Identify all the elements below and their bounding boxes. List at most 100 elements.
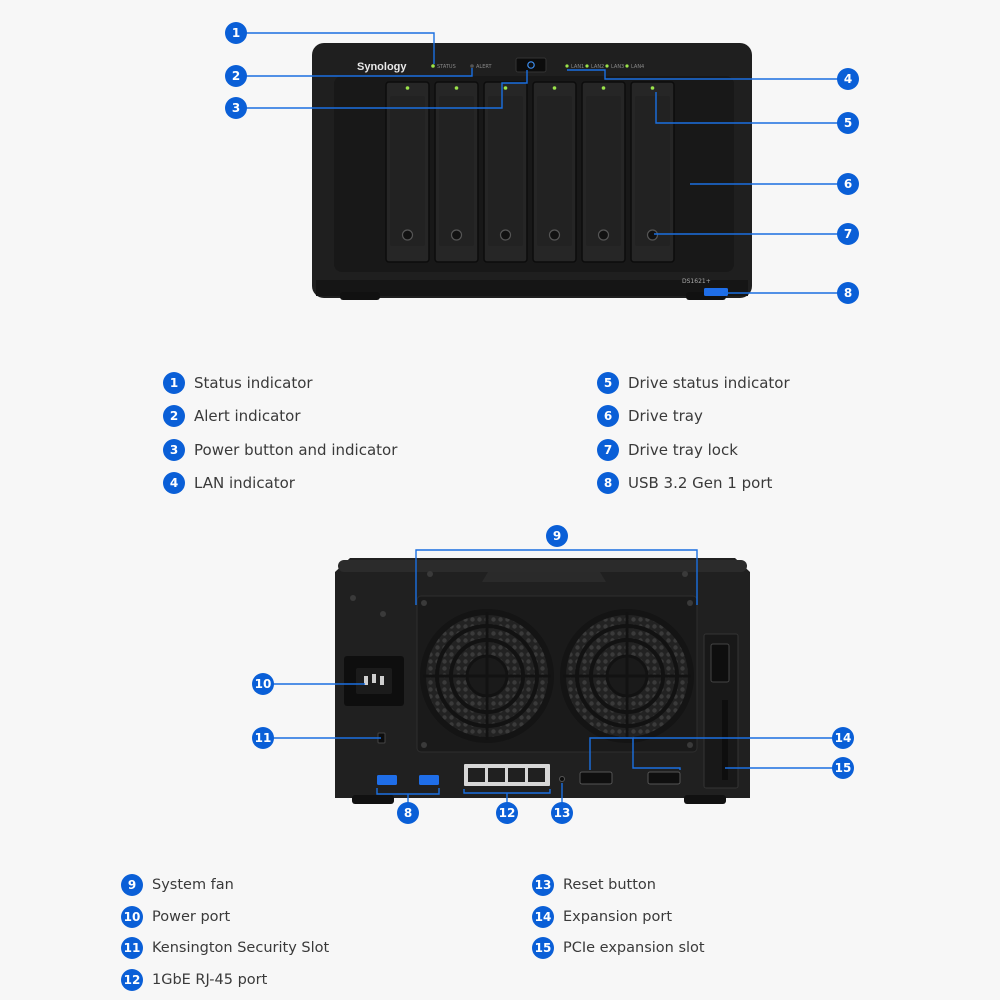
status-led-label: STATUS xyxy=(437,64,456,70)
expansion-port xyxy=(647,771,681,785)
fan-right xyxy=(560,609,694,743)
drive-lock xyxy=(548,229,561,241)
drive-tray[interactable] xyxy=(434,81,479,263)
legend-number: 11 xyxy=(121,937,143,960)
legend-number: 15 xyxy=(532,937,554,960)
drive-lock xyxy=(597,229,610,241)
drive-status-led xyxy=(405,86,410,90)
callout-marker: 4 xyxy=(837,68,859,90)
legend-number: 6 xyxy=(597,405,619,428)
callout-number: 8 xyxy=(404,806,412,820)
callout-marker: 12 xyxy=(496,802,518,824)
callout-number: 15 xyxy=(835,761,852,775)
callout-marker: 14 xyxy=(832,727,854,749)
legend-label: LAN indicator xyxy=(194,474,295,493)
callout-marker: 9 xyxy=(546,525,568,547)
callout-marker: 13 xyxy=(551,802,573,824)
callout-marker: 7 xyxy=(837,223,859,245)
drive-status-led xyxy=(552,86,557,90)
legend-item: 12 1GbE RJ-45 port xyxy=(121,968,329,991)
alert-led-label: ALERT xyxy=(476,64,492,70)
alert-led xyxy=(470,64,474,68)
legend-label: Power port xyxy=(152,908,231,925)
callout-marker: 3 xyxy=(225,97,247,119)
legend-item: 13 Reset button xyxy=(532,874,705,896)
brand-logo: Synology xyxy=(357,61,407,73)
callout-number: 8 xyxy=(844,286,852,300)
legend-number: 14 xyxy=(532,905,554,928)
usb-port-front xyxy=(704,288,728,296)
callout-marker: 15 xyxy=(832,757,854,779)
drive-status-led xyxy=(601,86,606,90)
model-label: DS1621+ xyxy=(682,278,711,285)
legend-label: Reset button xyxy=(563,877,656,893)
legend-label: USB 3.2 Gen 1 port xyxy=(628,474,773,493)
drive-lock xyxy=(450,229,463,241)
legend-number: 13 xyxy=(532,874,554,896)
drive-tray[interactable] xyxy=(581,81,626,263)
legend-number: 10 xyxy=(121,905,143,928)
callout-number: 1 xyxy=(232,26,240,40)
legend-label: Drive status indicator xyxy=(628,374,790,392)
reset-button xyxy=(559,776,565,782)
legend-number: 2 xyxy=(163,405,185,428)
lan-led-group: LAN1 LAN2 LAN3 LAN4 xyxy=(565,64,644,70)
legend-label: Status indicator xyxy=(194,374,313,392)
legend-label: Drive tray lock xyxy=(628,440,738,459)
nas-rear-view xyxy=(335,558,750,804)
nas-front-view: Synology STATUS ALERT LAN1 LAN2 LAN3 LAN… xyxy=(312,43,752,300)
drive-tray[interactable] xyxy=(385,81,430,263)
legend-label: Expansion port xyxy=(563,908,672,925)
drive-tray[interactable] xyxy=(532,81,577,263)
drive-tray[interactable] xyxy=(630,81,675,263)
legend-item: 2 Alert indicator xyxy=(163,405,397,428)
drive-status-led xyxy=(650,86,655,90)
usb-port-rear xyxy=(419,775,439,785)
callout-number: 13 xyxy=(554,806,571,820)
callout-lines xyxy=(236,32,848,813)
legend-label: Drive tray xyxy=(628,407,703,426)
legend-number: 12 xyxy=(121,968,143,991)
drive-lock xyxy=(646,229,659,241)
legend-number: 5 xyxy=(597,372,619,394)
legend-number: 8 xyxy=(597,472,619,495)
legend-number: 3 xyxy=(163,438,185,461)
power-button[interactable] xyxy=(515,57,547,73)
legend-label: 1GbE RJ-45 port xyxy=(152,971,268,988)
fan-left xyxy=(420,609,554,743)
callout-marker: 11 xyxy=(252,727,274,749)
legend-label: System fan xyxy=(152,877,234,893)
callout-marker: 8 xyxy=(837,282,859,304)
legend-item: 4 LAN indicator xyxy=(163,472,397,495)
drive-lock xyxy=(401,229,414,241)
callout-marker: 8 xyxy=(397,802,419,824)
drive-status-led xyxy=(454,86,459,90)
legend-number: 4 xyxy=(163,472,185,495)
callout-marker: 6 xyxy=(837,173,859,195)
drive-status-led xyxy=(503,86,508,90)
callout-number: 9 xyxy=(553,529,561,543)
legend-item: 5 Drive status indicator xyxy=(597,372,790,394)
lan-led-label: LAN3 xyxy=(611,64,624,70)
callout-marker: 1 xyxy=(225,22,247,44)
callout-number: 6 xyxy=(844,177,852,191)
legend-number: 7 xyxy=(597,438,619,461)
callout-number: 11 xyxy=(255,731,272,745)
callout-marker: 2 xyxy=(225,65,247,87)
front-legend-right: 5 Drive status indicator 6 Drive tray 7 Drive… xyxy=(597,372,790,506)
legend-number: 9 xyxy=(121,874,143,896)
legend-label: Alert indicator xyxy=(194,407,301,426)
callout-number: 5 xyxy=(844,116,852,130)
callout-number: 2 xyxy=(232,69,240,83)
drive-tray[interactable] xyxy=(483,81,528,263)
callout-number: 7 xyxy=(844,227,852,241)
status-led xyxy=(431,64,435,68)
